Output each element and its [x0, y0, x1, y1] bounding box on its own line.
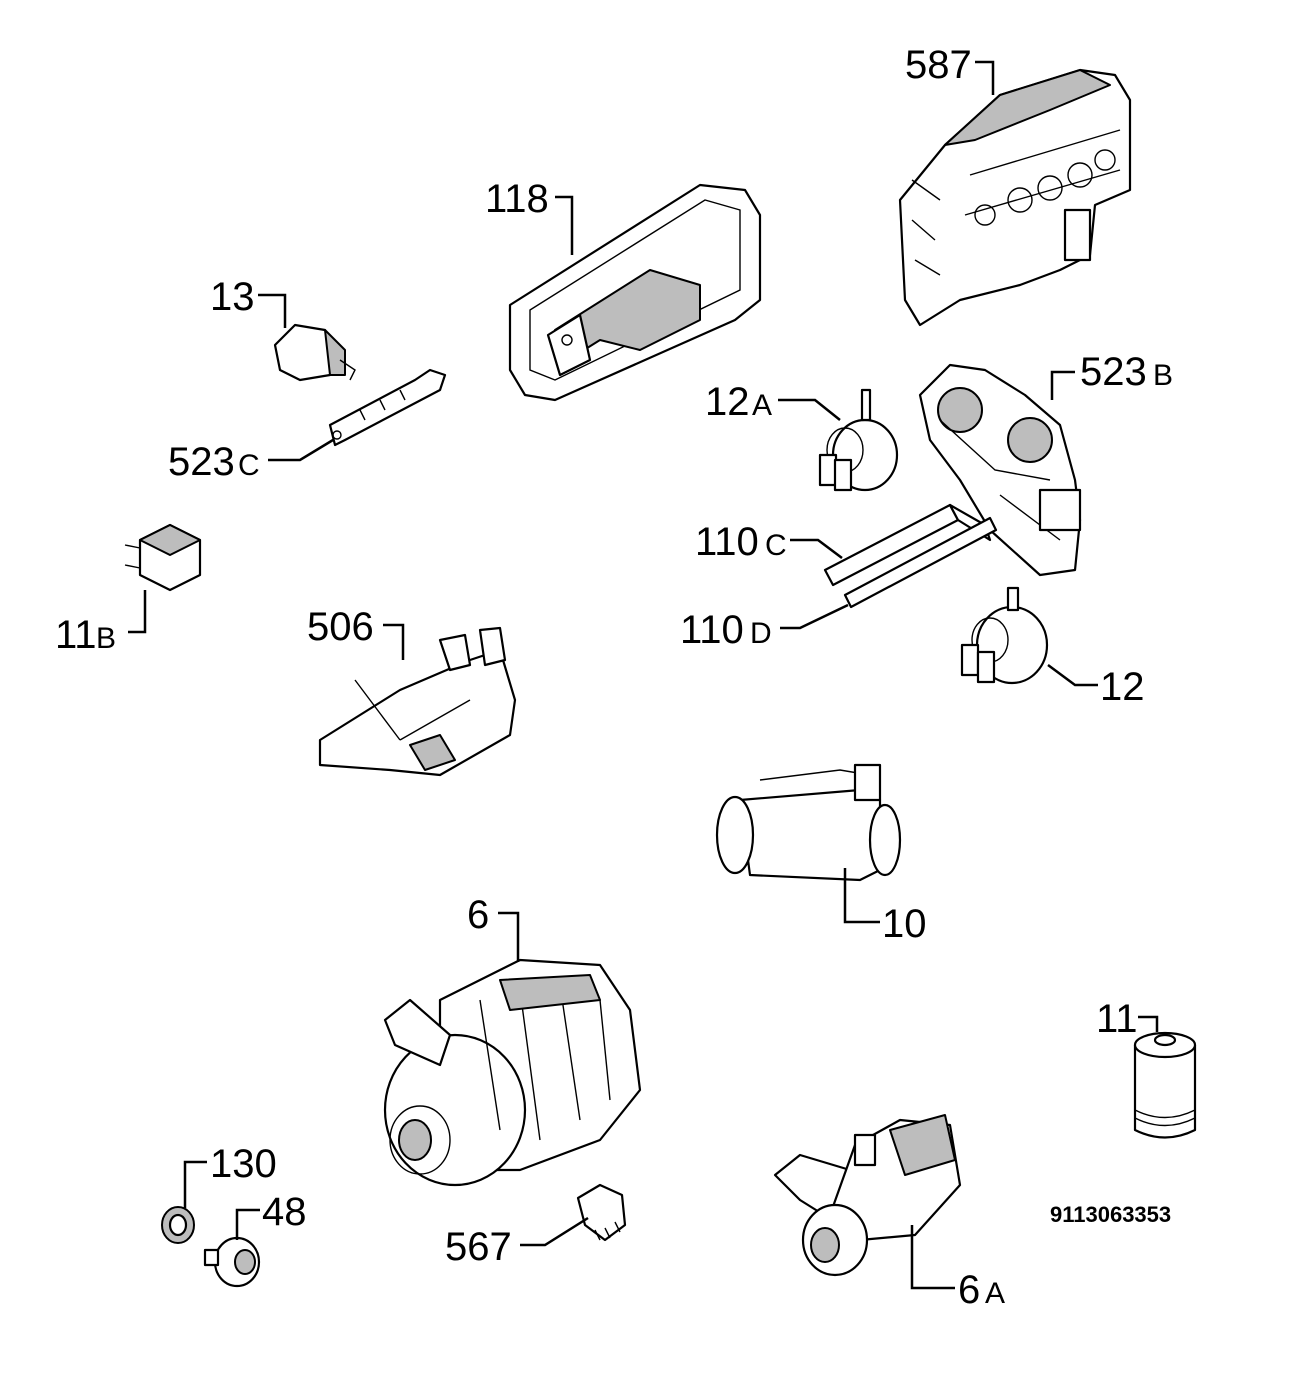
- callout-13: 13: [210, 275, 255, 319]
- callout-12: 12: [1100, 665, 1145, 709]
- callout-523b-number: 523: [1080, 350, 1147, 394]
- leader-523c: [268, 438, 334, 462]
- leader-6a: [910, 1225, 955, 1290]
- callout-12a-suffix: A: [752, 389, 772, 422]
- callout-118: 118: [485, 177, 549, 221]
- leader-110d: [780, 603, 849, 630]
- part-587-control-board: [898, 68, 1132, 327]
- part-12a-pressure-switch: [818, 388, 899, 492]
- part-6-circulation-motor: [383, 958, 642, 1187]
- leader-10: [843, 868, 880, 924]
- callout-11b-suffix: B: [96, 622, 116, 655]
- part-11-capacitor: [1133, 1031, 1197, 1139]
- callout-48: 48: [262, 1190, 307, 1234]
- part-130-seal-ring: [161, 1206, 195, 1244]
- callout-110d-number: 110: [680, 608, 744, 652]
- callout-587: 587: [905, 43, 972, 87]
- callout-523c-number: 523: [168, 440, 235, 484]
- leader-130: [183, 1160, 207, 1208]
- leader-567: [520, 1216, 589, 1247]
- leader-12: [1047, 663, 1098, 687]
- callout-506: 506: [307, 605, 374, 649]
- callout-11b-number: 11: [55, 613, 97, 657]
- leader-506: [383, 623, 405, 660]
- leader-11: [1138, 1015, 1159, 1032]
- part-506-door-lock: [318, 626, 517, 777]
- callout-523c-suffix: C: [238, 449, 260, 482]
- part-48-plug: [203, 1236, 261, 1288]
- part-12-pressure-switch: [960, 586, 1049, 685]
- document-code: 9113063353: [1050, 1202, 1171, 1227]
- callout-6a-number: 6: [958, 1268, 980, 1312]
- callout-567: 567: [445, 1225, 512, 1269]
- leader-12a: [778, 398, 841, 421]
- callout-110c-number: 110: [695, 520, 759, 564]
- part-523b-bracket: [918, 363, 1082, 577]
- callout-110d-suffix: D: [750, 617, 772, 650]
- callout-6a-suffix: A: [985, 1277, 1005, 1310]
- leader-118: [555, 195, 574, 255]
- part-11b-relay: [124, 523, 202, 592]
- part-6a-drain-pump: [773, 1114, 962, 1277]
- part-13-switch: [273, 323, 356, 382]
- callout-12a-number: 12: [705, 380, 750, 424]
- callout-11: 11: [1096, 997, 1138, 1041]
- part-110d-hose: [843, 516, 998, 609]
- leader-13: [258, 293, 287, 328]
- part-10-heater: [715, 763, 902, 882]
- callout-130: 130: [210, 1142, 277, 1186]
- leader-48: [235, 1208, 260, 1240]
- callout-10: 10: [882, 902, 927, 946]
- callout-523b-suffix: B: [1153, 359, 1173, 392]
- leader-587: [975, 60, 995, 95]
- callout-110c-suffix: C: [765, 529, 787, 562]
- leader-110c: [790, 538, 843, 559]
- part-567-clip: [576, 1183, 627, 1242]
- part-523c-bracket: [328, 368, 447, 447]
- leader-523b: [1050, 370, 1075, 400]
- callout-6: 6: [467, 893, 489, 937]
- leader-11b: [128, 590, 147, 634]
- leader-6: [498, 911, 520, 962]
- part-118-detergent-dispenser: [508, 183, 762, 402]
